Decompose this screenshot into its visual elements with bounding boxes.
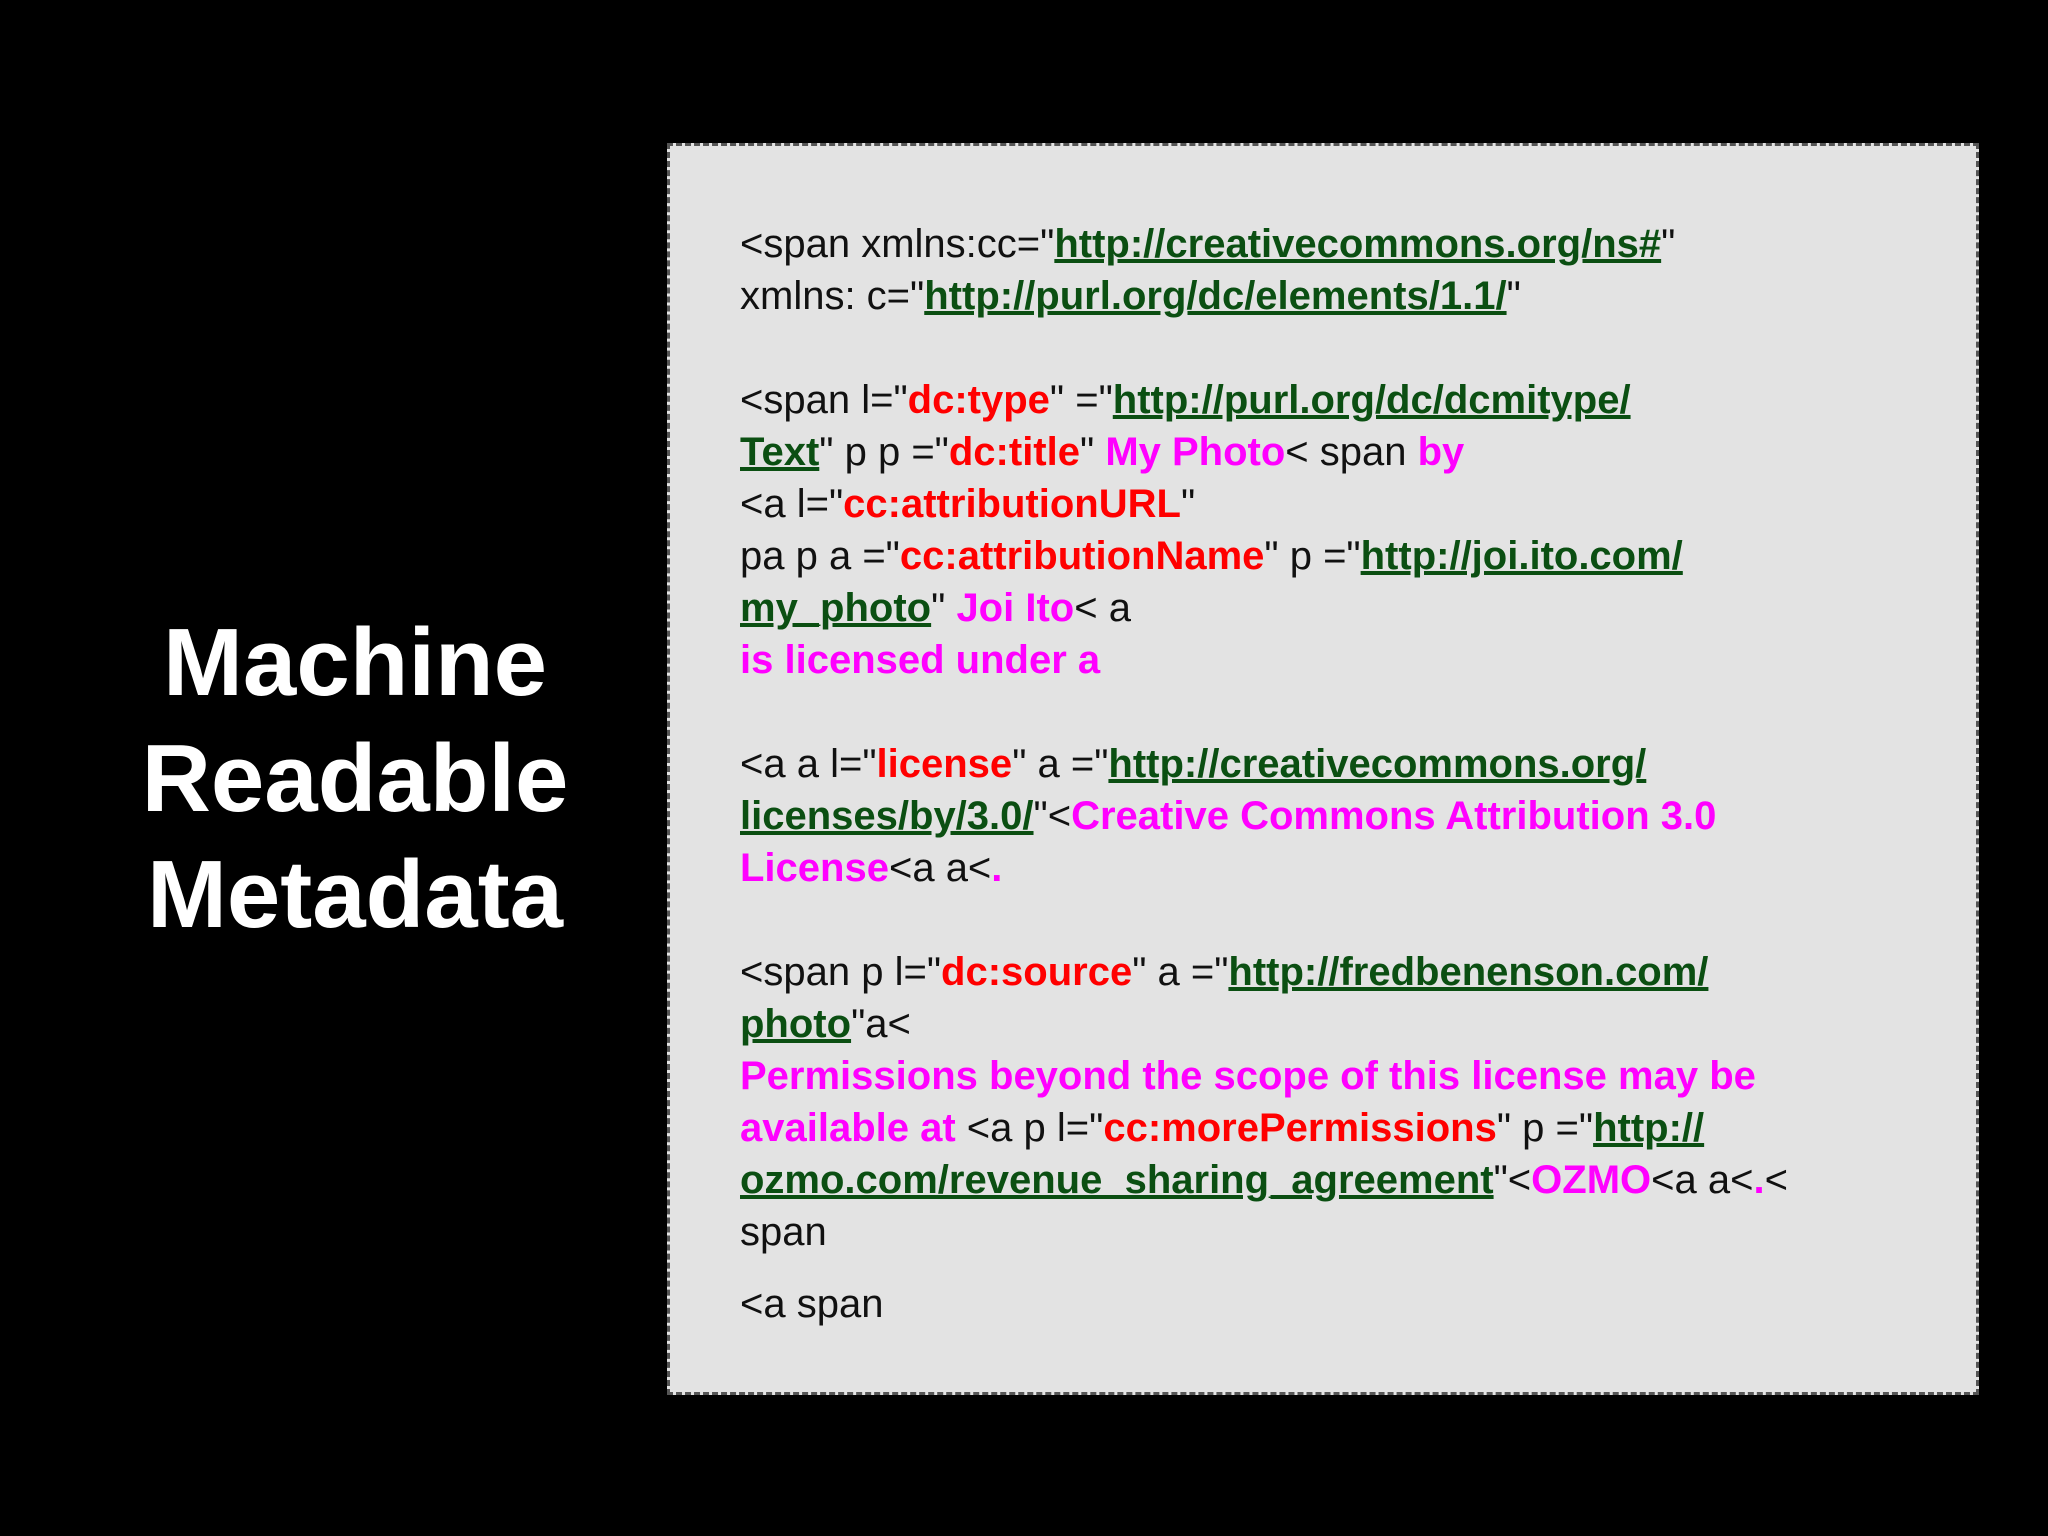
code-text: span: [740, 1210, 827, 1254]
content-text: available at: [740, 1106, 967, 1150]
attribute-value: license: [876, 742, 1013, 786]
code-line: photo"a<: [740, 998, 1940, 1050]
content-text: Joi Ito: [956, 586, 1075, 630]
code-panel: <span xmlns:cc="http://creativecommons.o…: [667, 143, 1979, 1395]
code-text: <span l=": [740, 378, 908, 422]
content-text: is licensed under a: [740, 638, 1101, 682]
content-text: by: [1417, 430, 1465, 474]
code-snippet: <span xmlns:cc="http://creativecommons.o…: [740, 218, 1940, 1330]
attribute-value: cc:morePermissions: [1103, 1106, 1497, 1150]
content-text: Creative Commons Attribution 3.0: [1071, 794, 1717, 838]
url-link[interactable]: http://purl.org/dc/dcmitype/: [1112, 378, 1631, 422]
blank-line: [740, 686, 1940, 738]
url-link[interactable]: http://purl.org/dc/elements/1.1/: [924, 274, 1507, 318]
code-text: ": [1180, 482, 1196, 526]
content-text: My Photo: [1105, 430, 1286, 474]
attribute-value: dc:title: [948, 430, 1080, 474]
slide-title: Machine Readable Metadata: [60, 605, 650, 953]
code-text: " a =": [1012, 742, 1109, 786]
code-line: <span l="dc:type" ="http://purl.org/dc/d…: [740, 374, 1940, 426]
code-text: " p =": [1264, 534, 1361, 578]
blank-line: [740, 322, 1940, 374]
url-link[interactable]: http://creativecommons.org/: [1108, 742, 1647, 786]
url-link[interactable]: photo: [740, 1002, 852, 1046]
url-link[interactable]: Text: [740, 430, 820, 474]
content-text: Permissions beyond the scope of this lic…: [740, 1054, 1756, 1098]
code-line: available at <a p l="cc:morePermissions"…: [740, 1102, 1940, 1154]
content-text: .: [991, 846, 1003, 890]
code-text: <span p l=": [740, 950, 942, 994]
code-text: " p p =": [819, 430, 949, 474]
content-text: License: [740, 846, 889, 890]
url-link[interactable]: http://creativecommons.org/ns#: [1054, 222, 1662, 266]
code-text: <a l=": [740, 482, 844, 526]
code-text: pa p a =": [740, 534, 900, 578]
code-text: <a a<: [1651, 1158, 1754, 1202]
code-line: xmlns: c="http://purl.org/dc/elements/1.…: [740, 270, 1940, 322]
attribute-value: dc:type: [907, 378, 1050, 422]
code-text: <a a l=": [740, 742, 877, 786]
attribute-value: cc:attributionName: [899, 534, 1265, 578]
code-text: <a span: [740, 1282, 884, 1326]
url-link[interactable]: http://joi.ito.com/: [1360, 534, 1683, 578]
code-text: "a<: [851, 1002, 911, 1046]
code-line: pa p a ="cc:attributionName" p ="http://…: [740, 530, 1940, 582]
code-text: ": [1506, 274, 1521, 318]
code-text: ": [1661, 222, 1676, 266]
code-text: "<: [1033, 794, 1072, 838]
url-link[interactable]: http://fredbenenson.com/: [1228, 950, 1709, 994]
title-line: Metadata: [146, 841, 564, 948]
code-line: <span xmlns:cc="http://creativecommons.o…: [740, 218, 1940, 270]
content-text: .: [1753, 1158, 1765, 1202]
code-line: ozmo.com/revenue_sharing_agreement"<OZMO…: [740, 1154, 1940, 1206]
code-line: licenses/by/3.0/"<Creative Commons Attri…: [740, 790, 1940, 842]
code-line: <span p l="dc:source" a ="http://fredben…: [740, 946, 1940, 998]
code-line: my_photo" Joi Ito< a: [740, 582, 1940, 634]
code-text: ": [931, 586, 957, 630]
blank-line: [740, 894, 1940, 946]
code-line: <a span: [740, 1278, 1940, 1330]
url-link[interactable]: my_photo: [740, 586, 932, 630]
code-text: <: [1764, 1158, 1788, 1202]
url-link[interactable]: licenses/by/3.0/: [740, 794, 1034, 838]
code-text: <a a<: [888, 846, 992, 890]
code-line: span: [740, 1206, 1940, 1258]
code-text: <a p l=": [966, 1106, 1104, 1150]
content-text: OZMO: [1531, 1158, 1652, 1202]
code-text: xmlns: c=": [740, 274, 925, 318]
code-text: <span xmlns:cc=": [740, 222, 1055, 266]
code-line: is licensed under a: [740, 634, 1940, 686]
title-line: Machine: [162, 609, 548, 716]
code-text: < span: [1285, 430, 1418, 474]
code-text: " =": [1049, 378, 1113, 422]
code-text: ": [1080, 430, 1106, 474]
attribute-value: cc:attributionURL: [843, 482, 1181, 526]
code-text: < a: [1074, 586, 1131, 630]
code-line: Permissions beyond the scope of this lic…: [740, 1050, 1940, 1102]
code-text: "<: [1493, 1158, 1532, 1202]
code-text: " a =": [1132, 950, 1229, 994]
title-line: Readable: [141, 725, 569, 832]
attribute-value: dc:source: [941, 950, 1133, 994]
code-text: " p =": [1496, 1106, 1594, 1150]
url-link[interactable]: ozmo.com/revenue_sharing_agreement: [740, 1158, 1494, 1202]
code-line: License<a a<.: [740, 842, 1940, 894]
code-line: Text" p p ="dc:title" My Photo< span by: [740, 426, 1940, 478]
code-line: <a a l="license" a ="http://creativecomm…: [740, 738, 1940, 790]
url-link[interactable]: http://: [1593, 1106, 1705, 1150]
code-line: <a l="cc:attributionURL": [740, 478, 1940, 530]
